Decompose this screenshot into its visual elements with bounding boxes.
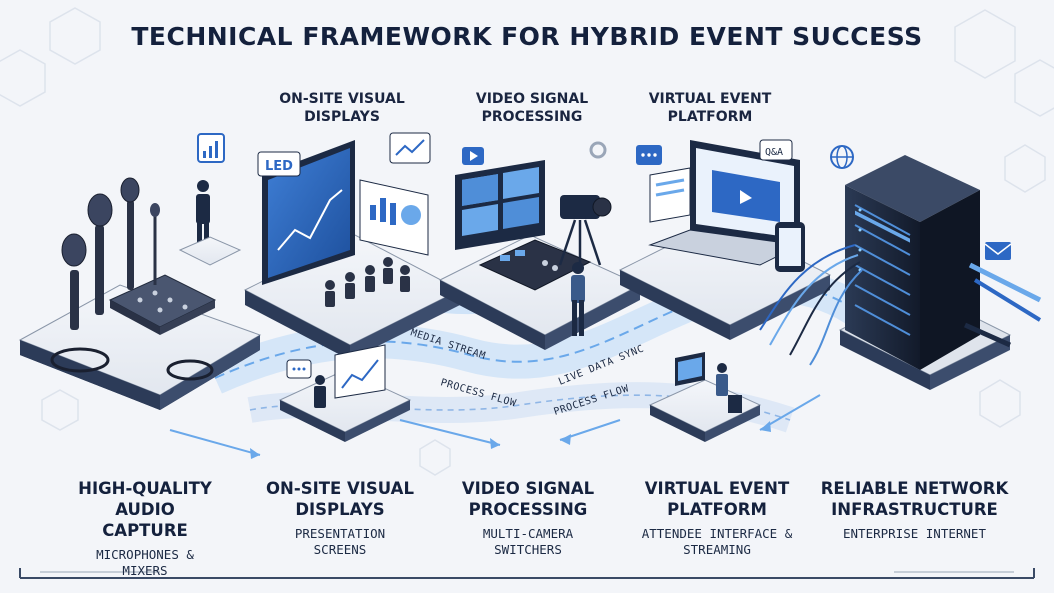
laptop-icon [648, 140, 802, 266]
globe-icon [830, 145, 854, 169]
column-subtitle: PRESENTATION SCREENS [294, 526, 386, 557]
led-badge-text: LED [265, 159, 293, 174]
presentation-desk-platform [278, 344, 412, 442]
column-title: ON-SITE VISUAL DISPLAYS [266, 479, 414, 519]
operator-figure [571, 262, 585, 336]
remote-attendee-platform [648, 352, 762, 442]
line-chart-icon [389, 132, 431, 164]
column-network: RELIABLE NETWORK INFRASTRUCTURE ENTERPRI… [812, 478, 1017, 542]
led-screen-icon: LED [257, 140, 355, 285]
audio-platform [18, 177, 262, 410]
microphone-icon [61, 177, 160, 330]
phone-icon [775, 222, 805, 272]
tablet-icon [649, 167, 691, 223]
video-platform [438, 141, 642, 350]
column-title: HIGH-QUALITY AUDIO CAPTURE [78, 479, 212, 540]
network-cables [759, 244, 1042, 366]
column-platform: VIRTUAL EVENT PLATFORM ATTENDEE INTERFAC… [617, 478, 817, 558]
envelope-icon [984, 242, 1012, 260]
top-label-onsite: ON-SITE VISUAL DISPLAYS [279, 91, 405, 125]
column-subtitle: MICROPHONES & MIXERS [96, 547, 194, 578]
video-switcher-icon [478, 239, 592, 291]
column-subtitle: ATTENDEE INTERFACE & STREAMING [641, 526, 793, 557]
bottom-rail [19, 568, 1035, 579]
top-label-video: VIDEO SIGNAL PROCESSING [475, 91, 589, 125]
column-video: VIDEO SIGNAL PROCESSING MULTI-CAMERA SWI… [428, 478, 628, 558]
chat-bubble-icon [286, 359, 312, 379]
hexagon-pattern [0, 7, 1054, 476]
column-audio: HIGH-QUALITY AUDIO CAPTURE MICROPHONES &… [45, 478, 245, 579]
audience-figures [325, 257, 410, 307]
bar-chart-icon [197, 133, 225, 163]
column-title: VIDEO SIGNAL PROCESSING [461, 479, 595, 519]
multiview-monitor-icon [455, 160, 545, 250]
column-subtitle: MULTI-CAMERA SWITCHERS [482, 526, 574, 557]
play-button-icon [462, 147, 484, 165]
column-title: RELIABLE NETWORK INFRASTRUCTURE [820, 479, 1009, 519]
video-camera-icon [558, 195, 612, 268]
gear-icon [589, 141, 607, 159]
column-title: VIRTUAL EVENT PLATFORM [644, 479, 790, 519]
page-title: TECHNICAL FRAMEWORK FOR HYBRID EVENT SUC… [131, 22, 923, 51]
presentation-screen-icon [359, 179, 429, 256]
top-label-virtual: VIRTUAL EVENT PLATFORM [648, 91, 772, 125]
qa-badge: Q&A [759, 139, 793, 161]
column-subtitle: ENTERPRISE INTERNET [843, 526, 986, 541]
qa-badge-text: Q&A [765, 147, 783, 158]
chat-bubble-icon [636, 145, 662, 165]
virtual-platform: Q&A [618, 139, 854, 340]
audio-mixer-icon [108, 274, 217, 335]
column-displays: ON-SITE VISUAL DISPLAYS PRESENTATION SCR… [240, 478, 440, 558]
